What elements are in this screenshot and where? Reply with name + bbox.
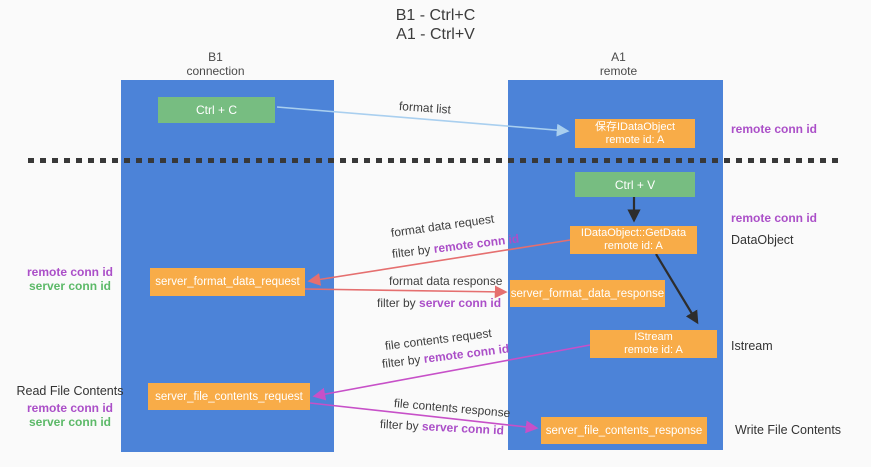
filter-by-text: filter by: [379, 417, 420, 434]
server-format-data-response-label: server_format_data_response: [510, 287, 665, 300]
write-file-contents-label: Write File Contents: [735, 423, 842, 437]
save-idataobject-line2: remote id: A: [605, 133, 665, 146]
server-format-data-request-node: server_format_data_request: [150, 268, 305, 296]
title-line-1: B1 - Ctrl+C: [395, 7, 476, 24]
phase-divider-dashed-line: [28, 158, 838, 163]
save-idataobject-line1: 保存IDataObject: [594, 120, 676, 133]
istream-line2: remote id: A: [624, 344, 683, 356]
left-conn-id-stack-bottom: Read File Contents remote conn id server…: [15, 384, 125, 429]
filter-by-server-conn-id-label-2: filter by server conn id: [380, 417, 505, 437]
title-line-2: A1 - Ctrl+V: [396, 26, 475, 43]
server-file-contents-response-label: server_file_contents_response: [545, 424, 703, 437]
column-header-b1: B1 connection: [153, 50, 278, 78]
server-file-contents-request-label: server_file_contents_request: [155, 390, 303, 403]
ctrl-c-label: Ctrl + C: [195, 103, 237, 117]
filter-by-text: filter by: [377, 296, 416, 310]
server-file-contents-response-node: server_file_contents_response: [541, 417, 707, 444]
column-a1-name: A1: [611, 50, 626, 64]
istream-line1: IStream: [634, 331, 673, 343]
file-contents-response-label: file contents response: [393, 396, 511, 421]
ctrl-v-node: Ctrl + V: [575, 172, 695, 197]
left-server-conn-id-label-1: server conn id: [28, 279, 112, 293]
ctrl-v-label: Ctrl + V: [614, 177, 656, 192]
column-header-a1: A1 remote: [556, 50, 681, 78]
filter-by-server-conn-id-label-1: filter by server conn id: [377, 296, 501, 310]
server-file-contents-request-node: server_file_contents_request: [148, 383, 310, 410]
server-format-data-request-label: server_format_data_request: [155, 276, 300, 288]
left-conn-id-stack-top: remote conn id server conn id: [15, 265, 125, 293]
getdata-line1: IDataObject::GetData: [580, 227, 687, 239]
remote-conn-id-text: remote conn id: [432, 231, 520, 256]
column-b1-name: B1: [208, 50, 223, 64]
server-conn-id-text: server conn id: [421, 419, 505, 438]
save-idataobject-node: 保存IDataObject remote id: A: [575, 119, 695, 148]
getdata-line2: remote id: A: [604, 240, 663, 252]
left-remote-conn-id-label-2: remote conn id: [26, 401, 113, 415]
diagram-title: B1 - Ctrl+C A1 - Ctrl+V: [0, 6, 871, 44]
right-remote-conn-id-label-2: remote conn id: [731, 211, 818, 225]
dataobject-label: DataObject: [731, 233, 794, 247]
format-data-response-arrow: [304, 285, 508, 299]
right-remote-conn-id-label-1: remote conn id: [731, 122, 818, 136]
server-format-data-response-node: server_format_data_response: [510, 280, 665, 307]
left-server-conn-id-label-2: server conn id: [28, 415, 112, 429]
column-b1-role: connection: [186, 64, 245, 78]
read-file-contents-label: Read File Contents: [16, 384, 124, 398]
filter-by-text: filter by: [391, 242, 432, 261]
format-list-label: format list: [398, 99, 452, 117]
format-data-response-label: format data response: [389, 274, 503, 288]
server-conn-id-text: server conn id: [419, 296, 502, 310]
istream-node: IStream remote id: A: [590, 330, 717, 358]
istream-side-label: Istream: [731, 339, 773, 353]
column-a1-role: remote: [599, 64, 638, 78]
left-remote-conn-id-label-1: remote conn id: [26, 265, 113, 279]
filter-by-text: filter by: [381, 352, 422, 371]
idataobject-getdata-node: IDataObject::GetData remote id: A: [570, 226, 697, 254]
ctrl-c-node: Ctrl + C: [158, 97, 275, 123]
